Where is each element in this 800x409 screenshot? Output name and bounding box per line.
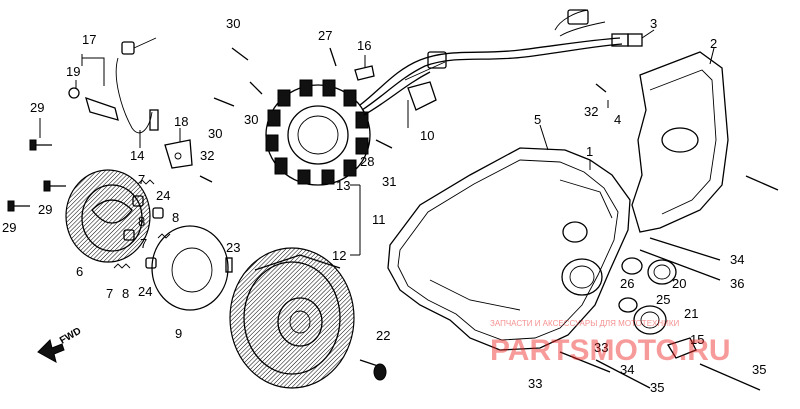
callout-33b: 33 (528, 376, 542, 391)
callout-31: 31 (382, 174, 396, 189)
callout-8a: 8 (138, 214, 145, 229)
callout-20: 20 (672, 276, 686, 291)
callout-4: 4 (614, 112, 621, 127)
forward-arrow-icon: FWD (37, 326, 83, 363)
leader-lines (39, 29, 715, 256)
callout-25: 25 (656, 292, 670, 307)
callout-21: 21 (684, 306, 698, 321)
pulser-generator (404, 51, 447, 111)
callout-27: 27 (318, 28, 332, 43)
callout-36: 36 (730, 276, 744, 291)
callout-1: 1 (586, 144, 593, 159)
callout-9: 9 (175, 326, 182, 341)
callout-15: 15 (690, 332, 704, 347)
wire-clamp (354, 65, 375, 81)
callout-26: 26 (620, 276, 634, 291)
callout-18: 18 (174, 114, 188, 129)
callout-30b: 30 (244, 112, 258, 127)
callout-5: 5 (534, 112, 541, 127)
callout-29c: 29 (2, 220, 16, 235)
callout-35a: 35 (650, 380, 664, 395)
callout-23: 23 (226, 240, 240, 255)
callout-8b: 8 (172, 210, 179, 225)
stator-coil (265, 79, 371, 186)
callout-7b: 7 (140, 236, 147, 251)
bolts (7, 47, 779, 391)
switch-and-cable (68, 37, 159, 134)
watermark: ЗАПЧАСТИ И АКСЕССУАРЫ ДЛЯ МОТОТЕХНИКИ PA… (490, 319, 731, 367)
callout-22: 22 (376, 328, 390, 343)
cover-seals (618, 257, 677, 335)
callout-7a: 7 (138, 172, 145, 187)
callout-24b: 24 (138, 284, 152, 299)
callout-29a: 29 (30, 100, 44, 115)
callout-35b: 35 (752, 362, 766, 377)
clip (667, 337, 697, 359)
callout-19: 19 (66, 64, 80, 79)
callout-12: 12 (332, 248, 346, 263)
callout-17: 17 (82, 32, 96, 47)
watermark-tagline: ЗАПЧАСТИ И АКСЕССУАРЫ ДЛЯ МОТОТЕХНИКИ (490, 319, 680, 328)
callout-33a: 33 (594, 340, 608, 355)
starter-driven-gear (151, 225, 229, 311)
watermark-brand: PARTSMOTO.RU (490, 334, 731, 367)
callout-30a: 30 (226, 16, 240, 31)
callout-13: 13 (336, 178, 350, 193)
callout-11: 11 (372, 212, 386, 227)
fwd-label: FWD (58, 326, 83, 347)
callout-28: 28 (360, 154, 374, 169)
callout-10: 10 (420, 128, 434, 143)
callout-34b: 34 (620, 362, 634, 377)
callout-3: 3 (650, 16, 657, 31)
callout-29b: 29 (38, 202, 52, 217)
callout-6: 6 (76, 264, 83, 279)
callout-24a: 24 (156, 188, 170, 203)
bracket (164, 139, 193, 169)
callout-2: 2 (710, 36, 717, 51)
callout-32b: 32 (584, 104, 598, 119)
callout-16: 16 (357, 38, 371, 53)
callout-labels: 1 2 3 4 5 6 7 7 7 8 8 8 9 10 11 12 13 14… (2, 16, 766, 395)
right-crankcase-cover (387, 147, 631, 351)
callout-34a: 34 (730, 252, 744, 267)
callout-8c: 8 (122, 286, 129, 301)
callout-14: 14 (130, 148, 144, 163)
callout-7c: 7 (106, 286, 113, 301)
callout-30c: 30 (208, 126, 222, 141)
starter-clutch (65, 169, 151, 263)
rollers-springs-caps (113, 179, 233, 273)
wire-harness (359, 9, 643, 116)
callout-32a: 32 (200, 148, 214, 163)
rear-cover (631, 51, 729, 233)
flywheel-rotor (229, 247, 355, 389)
